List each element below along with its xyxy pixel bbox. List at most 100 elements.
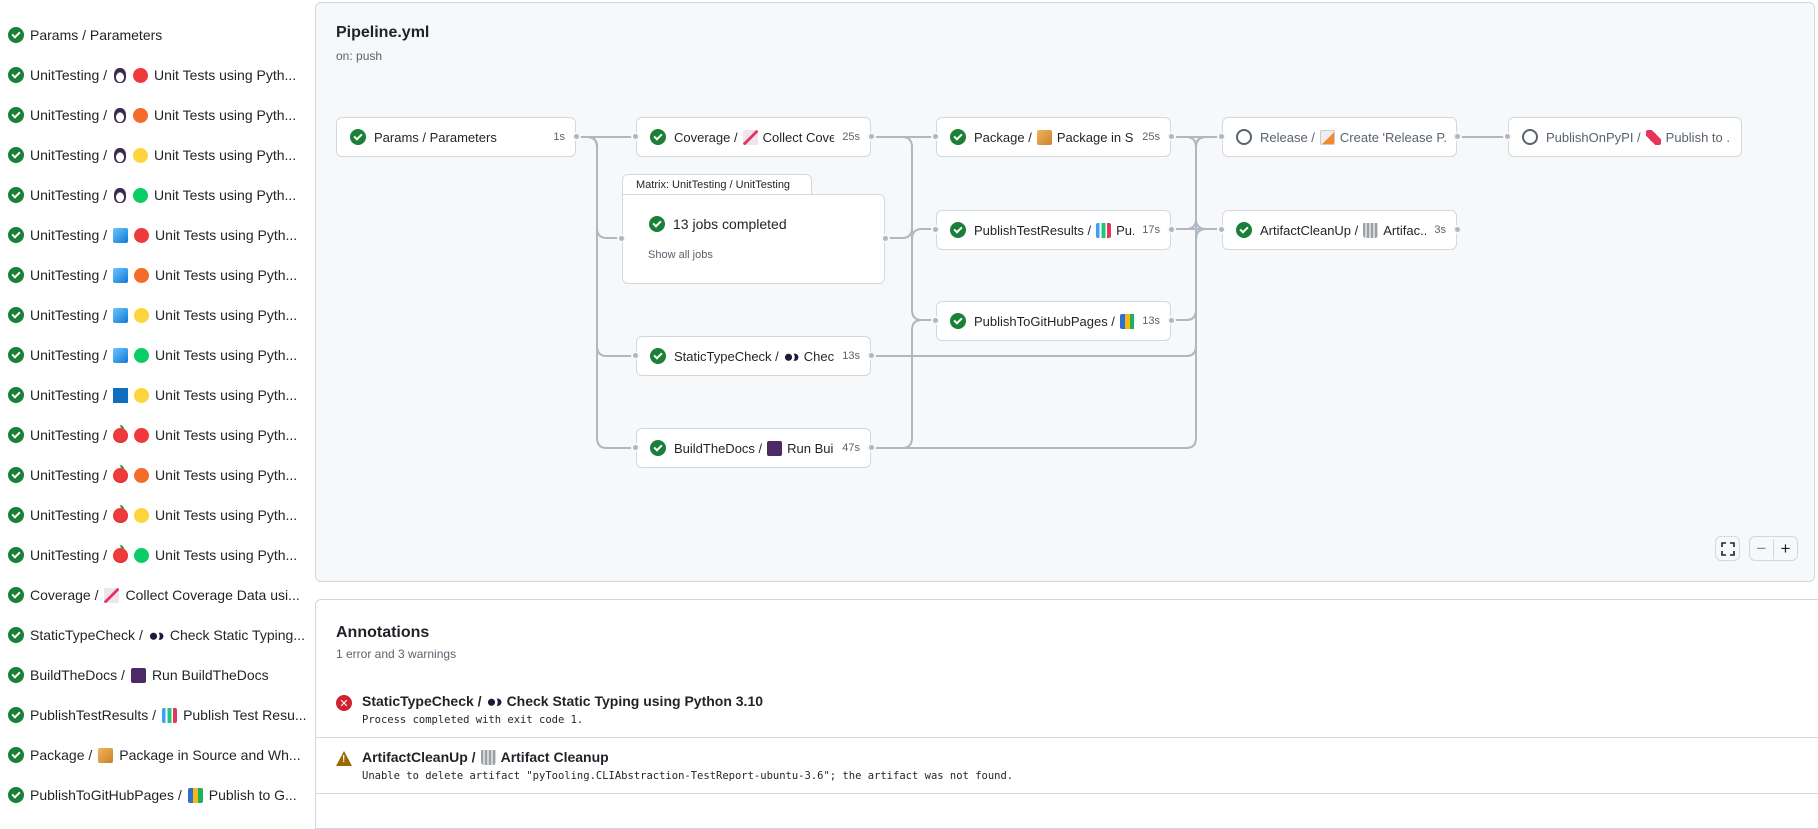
job-name: UnitTesting / [30,427,108,443]
books-icon [187,787,203,803]
success-icon [8,147,24,163]
annotation-title[interactable]: Artifact Cleanup [500,749,609,765]
bar-chart-icon [162,707,178,723]
job-description: Unit Tests using Pyth... [155,427,298,443]
success-icon [8,467,24,483]
python-version-dot-icon [134,347,150,363]
memo-icon [1319,129,1335,145]
job-description: Pu... [1116,222,1134,238]
sidebar-job-item[interactable]: Params / Parameters [8,21,162,49]
chart-increasing-icon [742,129,758,145]
sidebar-job-item[interactable]: Package /Package in Source and Wh... [8,741,301,769]
python-version-dot-icon [133,107,149,123]
job-node-builddocs[interactable]: BuildTheDocs /Run Buil...47s [631,428,876,468]
success-icon [8,747,24,763]
job-name: ArtifactCleanUp / [1260,222,1359,238]
sidebar-job-item[interactable]: UnitTesting /Unit Tests using Pyth... [8,341,297,369]
input-port [931,132,940,141]
job-name: Release / [1260,129,1315,145]
output-port [572,132,581,141]
job-node-ghpages[interactable]: PublishToGitHubPages /...13s [931,301,1176,341]
python-version-dot-icon [134,547,150,563]
success-icon [8,347,24,363]
success-icon [8,187,24,203]
output-port [1167,316,1176,325]
job-node-release[interactable]: Release /Create 'Release P... [1217,117,1462,157]
annotation-warning[interactable]: ArtifactCleanUp / Artifact Cleanup Unabl… [316,739,1818,794]
success-icon [8,27,24,43]
sidebar-job-item[interactable]: UnitTesting /Unit Tests using Pyth... [8,381,297,409]
wastebasket-icon [1363,222,1379,238]
annotation-title[interactable]: Check Static Typing using Python 3.10 [506,693,764,709]
zoom-out-button[interactable]: − [1750,538,1774,559]
success-icon [8,667,24,683]
job-name: UnitTesting / [30,267,108,283]
apple-icon [113,544,129,563]
sidebar-job-item[interactable]: UnitTesting /Unit Tests using Pyth... [8,101,296,129]
matrix-summary-text: 13 jobs completed [673,216,787,232]
apple-icon [113,504,129,523]
sidebar-job-item[interactable]: PublishToGitHubPages /Publish to G... [8,781,297,809]
sidebar-job-item[interactable]: BuildTheDocs /Run BuildTheDocs [8,661,269,689]
job-description: Collect Coverage Data usi... [125,587,300,603]
fullscreen-button[interactable] [1715,536,1740,561]
sidebar-job-item[interactable]: PublishTestResults /Publish Test Resu... [8,701,307,729]
sidebar-job-item[interactable]: Coverage /Collect Coverage Data usi... [8,581,300,609]
job-duration: 17s [1142,224,1160,236]
annotation-error[interactable]: ✕ StaticTypeCheck / Check Static Typing … [316,683,1818,738]
job-description: Package in Source and Wh... [119,747,301,763]
job-description: Run Buil... [787,440,834,456]
sidebar-job-item[interactable]: UnitTesting /Unit Tests using Pyth... [8,301,297,329]
sidebar-job-item[interactable]: UnitTesting / Unit Tests using Pyth... [8,421,297,449]
job-description: Unit Tests using Pyth... [154,107,297,123]
job-node-label: PublishTestResults /Pu... [974,222,1134,238]
job-name: UnitTesting / [30,467,108,483]
job-node-label: BuildTheDocs /Run Buil... [674,440,834,456]
books-icon [1119,313,1135,329]
sidebar-job-item[interactable]: UnitTesting /Unit Tests using Pyth... [8,541,297,569]
sidebar-job-item[interactable]: UnitTesting /Unit Tests using Pyth... [8,181,296,209]
job-description: Unit Tests using Pyth... [155,507,298,523]
annotations-summary: 1 error and 3 warnings [336,647,457,661]
job-node-coverage[interactable]: Coverage /Collect Cove...25s [631,117,876,157]
workflow-graph[interactable] [315,2,1815,582]
macos-cube-icon [113,227,129,243]
python-version-dot-icon [134,267,150,283]
python-version-dot-icon [134,507,150,523]
sidebar-job-item[interactable]: UnitTesting /Unit Tests using Pyth... [8,221,297,249]
sidebar-job-item[interactable]: UnitTesting /Unit Tests using Pyth... [8,141,296,169]
sidebar-job-item[interactable]: StaticTypeCheck /Check Static Typing... [8,621,305,649]
success-icon [8,227,24,243]
sidebar-job-item[interactable]: UnitTesting /Unit Tests using Pyth... [8,261,297,289]
job-node-statictype[interactable]: StaticTypeCheck /Chec... 13s [631,336,876,376]
input-port [631,132,640,141]
sidebar-job-item[interactable]: UnitTesting /Unit Tests using Pyth... [8,501,297,529]
job-node-pypi[interactable]: PublishOnPyPI /Publish to ... [1503,117,1742,157]
success-icon [650,129,666,145]
matrix-group[interactable]: 13 jobs completed Show all jobs [617,194,890,284]
sidebar-job-item[interactable]: UnitTesting /Unit Tests using Pyth... [8,61,296,89]
job-node-publishtest[interactable]: PublishTestResults /Pu... 17s [931,210,1176,250]
job-name: UnitTesting / [30,147,108,163]
annotation-heading: ArtifactCleanUp / Artifact Cleanup [362,749,609,765]
job-duration: 13s [842,350,860,362]
windows-icon [113,387,129,403]
job-node-package[interactable]: Package /Package in So...25s [931,117,1176,157]
matrix-title: Matrix: UnitTesting / UnitTesting [622,174,812,195]
job-node-cleanup[interactable]: ArtifactCleanUp /Artifac...3s [1217,210,1462,250]
sidebar-job-item[interactable]: UnitTesting /Unit Tests using Pyth... [8,461,297,489]
success-icon [8,427,24,443]
zoom-in-button[interactable]: + [1780,538,1791,558]
matrix-output-port [881,234,890,243]
job-node-params[interactable]: Params / Parameters 1s [336,117,581,157]
python-version-dot-icon [133,147,149,163]
job-node-label: StaticTypeCheck /Chec... [674,348,834,364]
job-duration: 1s [553,131,565,143]
eyes-icon [486,693,502,709]
bar-chart-icon [1096,222,1112,238]
job-node-label: Params / Parameters [374,130,545,145]
job-node-label: Coverage /Collect Cove... [674,129,834,145]
show-all-jobs-link[interactable]: Show all jobs [648,249,713,261]
success-icon [8,507,24,523]
